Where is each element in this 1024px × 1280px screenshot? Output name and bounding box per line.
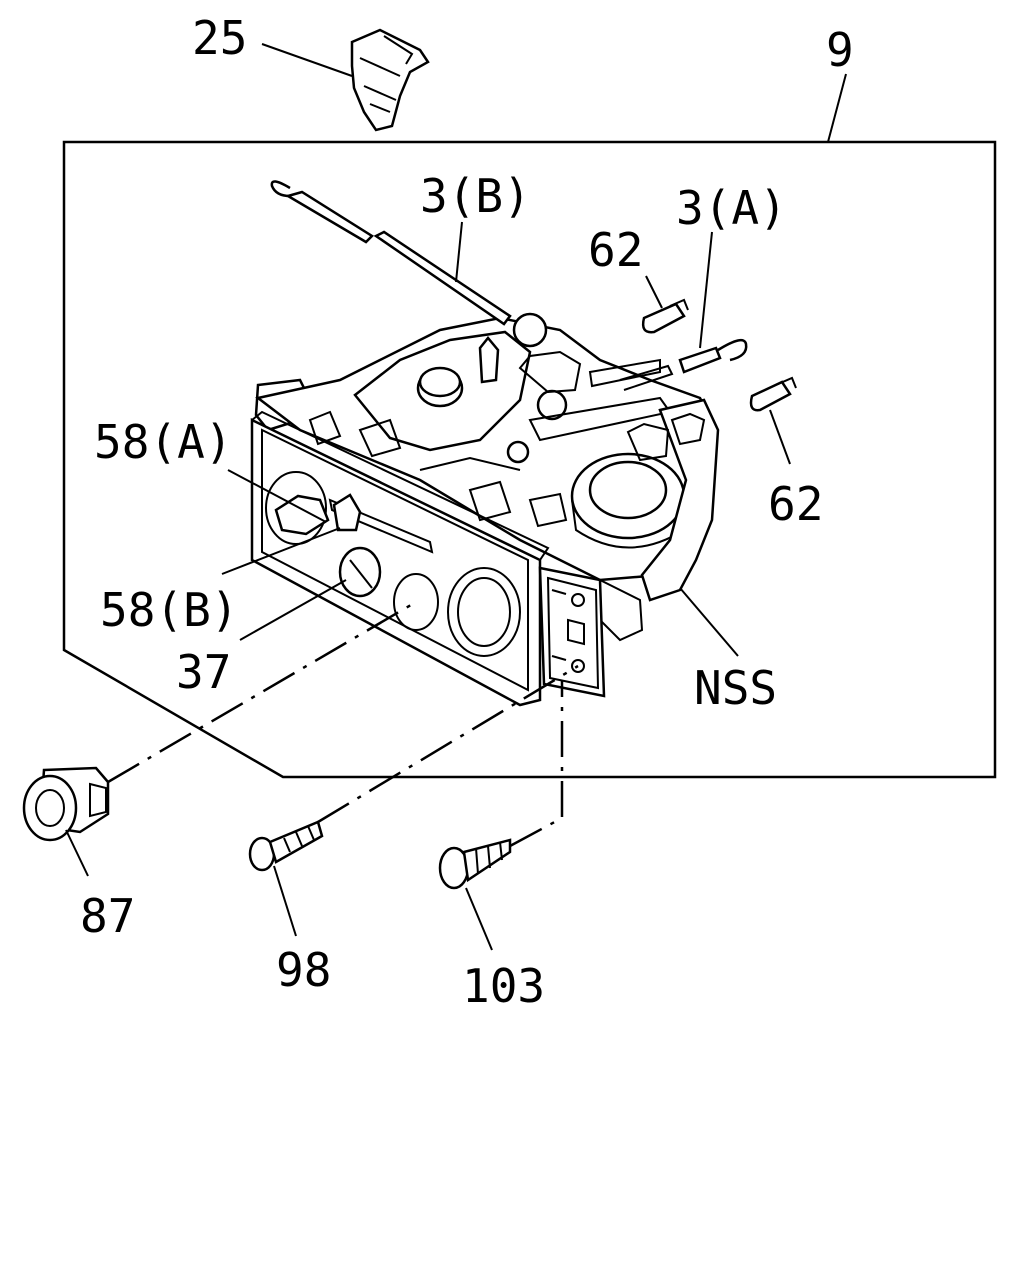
assembly-lines <box>107 600 579 848</box>
callout-labels: 25 9 3(B) 3(A) 62 62 58(A) 58(B) 37 NSS … <box>80 11 854 1013</box>
callout-37: 37 <box>176 645 231 699</box>
callout-3b: 3(B) <box>420 169 531 223</box>
callout-58b: 58(B) <box>100 583 238 637</box>
leader-lines <box>65 43 847 951</box>
callout-nss: NSS <box>694 661 777 715</box>
callout-25: 25 <box>192 11 247 65</box>
clip-part-25 <box>350 28 430 132</box>
grommet-part-87 <box>22 766 110 842</box>
mounting-bracket <box>538 566 606 698</box>
screw-part-98 <box>248 820 324 872</box>
front-panel <box>250 410 550 707</box>
bulb-part-62-left <box>641 298 689 334</box>
callout-103: 103 <box>462 959 545 1013</box>
callout-9: 9 <box>826 23 854 77</box>
screw-part-103 <box>438 838 512 890</box>
assembly-frame <box>62 140 997 779</box>
callout-3a: 3(A) <box>676 181 787 235</box>
control-unit-housing <box>254 312 720 642</box>
callout-62-lower: 62 <box>768 477 823 531</box>
callout-87: 87 <box>80 889 135 943</box>
callout-58a: 58(A) <box>94 415 232 469</box>
callout-62-upper: 62 <box>588 223 643 277</box>
callout-98: 98 <box>276 943 331 997</box>
bulb-part-62-right <box>749 376 797 412</box>
cable-3a <box>619 338 748 391</box>
cable-3b <box>270 180 512 326</box>
